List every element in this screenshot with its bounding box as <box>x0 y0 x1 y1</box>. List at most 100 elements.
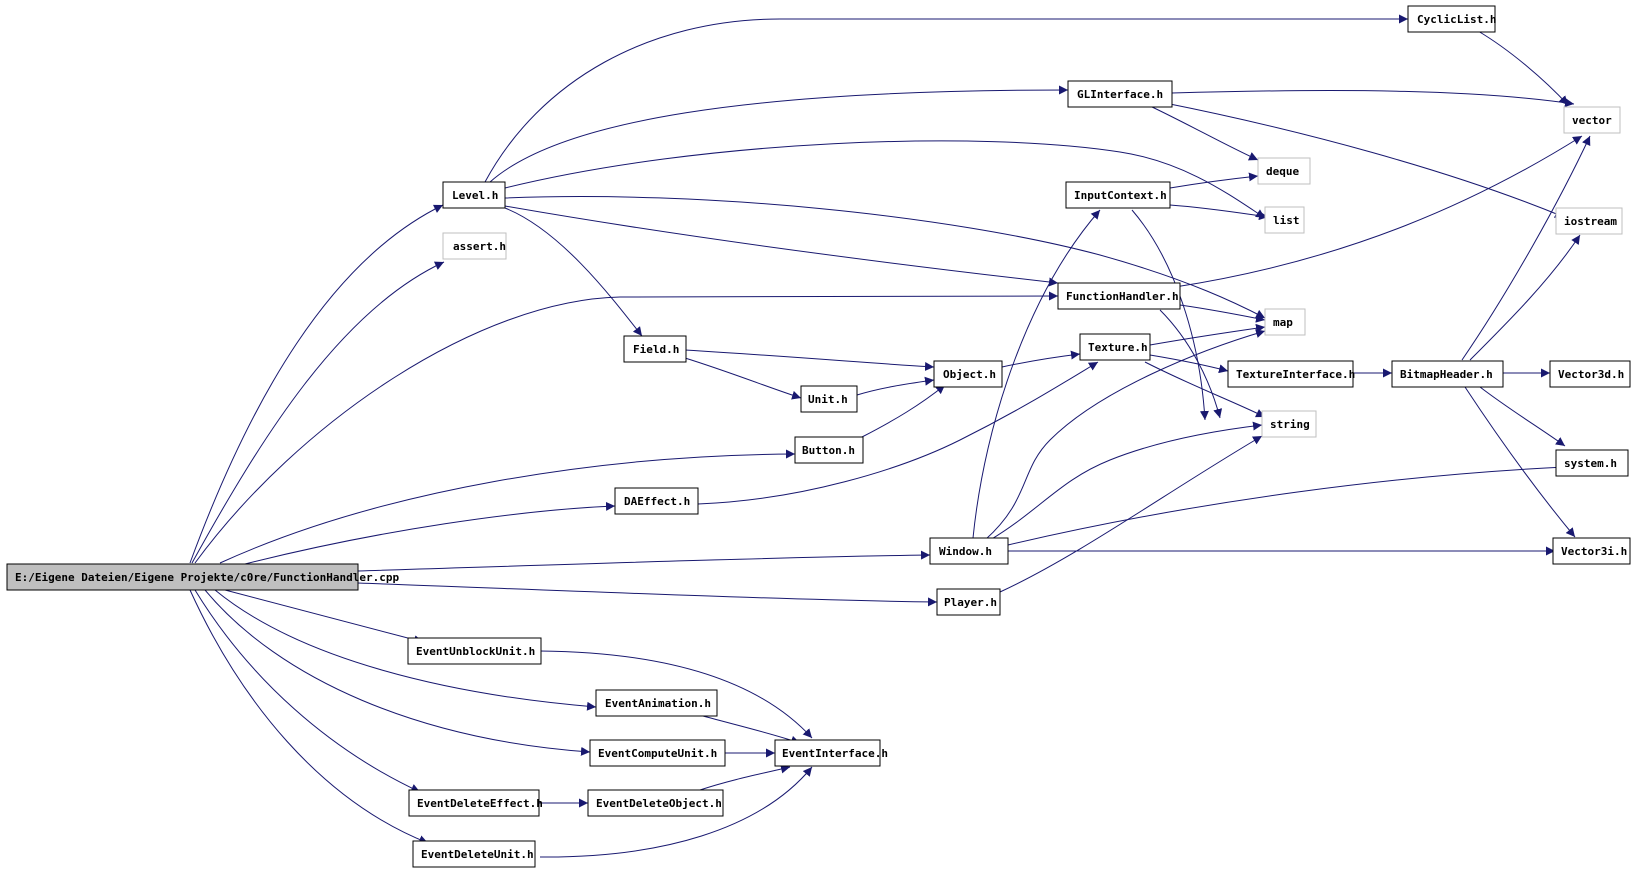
edge-root-level <box>189 204 444 564</box>
node-player-label: Player.h <box>944 596 997 609</box>
node-vector-label: vector <box>1572 114 1612 127</box>
edge-inputcontext-string <box>1131 209 1209 421</box>
node-eventdeleteeffect-label: EventDeleteEffect.h <box>417 797 543 810</box>
node-eventcomputeunit[interactable]: EventComputeUnit.h <box>589 739 726 767</box>
node-iostream-label: iostream <box>1564 215 1617 228</box>
node-root-file[interactable]: E:/Eigene Dateien/Eigene Projekte/c0re/F… <box>6 563 399 591</box>
nodes: E:/Eigene Dateien/Eigene Projekte/c0re/F… <box>6 5 1631 868</box>
edge-eventdeleteunit-eventinterface <box>539 766 813 858</box>
node-vector3i[interactable]: Vector3i.h <box>1552 537 1631 565</box>
node-eventdeleteobject[interactable]: EventDeleteObject.h <box>587 789 724 817</box>
edge-root-assert <box>191 261 445 564</box>
edge-daeffect-texture <box>697 361 1099 505</box>
node-vector3d-label: Vector3d.h <box>1558 368 1624 381</box>
edge-level-list <box>504 140 1266 219</box>
node-iostream[interactable]: iostream <box>1555 207 1623 235</box>
node-map-label: map <box>1273 316 1293 329</box>
edge-root-daeffect <box>244 501 616 565</box>
node-root-label: E:/Eigene Dateien/Eigene Projekte/c0re/F… <box>15 571 399 584</box>
edge-root-eventunblockunit <box>224 589 424 645</box>
node-vector3i-label: Vector3i.h <box>1561 545 1627 558</box>
edge-cycliclist-vector <box>1477 30 1569 106</box>
edge-button-object <box>861 384 946 438</box>
node-daeffect[interactable]: DAEffect.h <box>614 487 699 515</box>
node-eventdeleteobject-label: EventDeleteObject.h <box>596 797 722 810</box>
node-eventinterface[interactable]: EventInterface.h <box>774 739 888 767</box>
node-list-label: list <box>1273 214 1300 227</box>
node-player[interactable]: Player.h <box>936 588 1001 616</box>
node-inputcontext[interactable]: InputContext.h <box>1065 181 1171 209</box>
node-bitmapheader-label: BitmapHeader.h <box>1400 368 1493 381</box>
node-deque[interactable]: deque <box>1257 157 1311 185</box>
edge-level-cycliclist <box>484 14 1408 183</box>
edge-level-functionhandler <box>504 205 1059 287</box>
edge-root-eventdeleteeffect <box>194 589 421 793</box>
edge-object-texture <box>1001 350 1081 368</box>
edge-inputcontext-deque <box>1169 172 1259 189</box>
node-eventanimation-label: EventAnimation.h <box>605 697 711 710</box>
edge-root-functionhandler <box>194 291 1059 564</box>
node-inputcontext-label: InputContext.h <box>1074 189 1167 202</box>
edge-glinterface-vector <box>1171 90 1575 108</box>
node-button[interactable]: Button.h <box>794 436 864 464</box>
edge-field-object <box>684 349 935 371</box>
edge-glinterface-iostream <box>1164 102 1565 218</box>
edge-bitmapheader-system <box>1479 386 1566 447</box>
node-system[interactable]: system.h <box>1555 449 1629 477</box>
edge-root-button <box>219 449 796 564</box>
node-button-label: Button.h <box>802 444 855 457</box>
node-texture-label: Texture.h <box>1088 341 1148 354</box>
node-vector[interactable]: vector <box>1563 106 1621 134</box>
node-cycliclist-label: CyclicList.h <box>1417 13 1496 26</box>
node-glinterface-label: GLInterface.h <box>1077 88 1163 101</box>
node-eventinterface-label: EventInterface.h <box>782 747 888 760</box>
node-object[interactable]: Object.h <box>933 360 1003 388</box>
edge-root-eventcomputeunit <box>204 589 591 756</box>
edge-functionhandler-vector <box>1174 135 1583 288</box>
edge-eventdeleteobject-eventinterface <box>699 764 791 791</box>
node-cycliclist[interactable]: CyclicList.h <box>1407 5 1496 33</box>
node-assert[interactable]: assert.h <box>442 232 507 260</box>
node-eventanimation[interactable]: EventAnimation.h <box>595 689 718 717</box>
node-assert-label: assert.h <box>453 240 506 253</box>
node-string-label: string <box>1270 418 1310 431</box>
edge-root-window <box>357 550 931 572</box>
edge-root-player <box>357 582 938 607</box>
node-field[interactable]: Field.h <box>623 335 687 363</box>
node-unit-label: Unit.h <box>808 393 848 406</box>
node-textureinterface-label: TextureInterface.h <box>1236 368 1355 381</box>
node-level-label: Level.h <box>452 189 498 202</box>
edge-inputcontext-list <box>1169 204 1269 221</box>
edge-texture-string <box>1144 361 1266 418</box>
edge-unit-object <box>856 376 935 396</box>
edge-window-system <box>1007 462 1566 546</box>
edge-window-inputcontext <box>972 209 1101 539</box>
edge-bitmapheader-vector <box>1461 135 1591 361</box>
node-functionhandler[interactable]: FunctionHandler.h <box>1057 282 1181 310</box>
edge-bitmapheader-iostream <box>1469 234 1581 361</box>
node-eventdeleteunit[interactable]: EventDeleteUnit.h <box>412 840 536 868</box>
node-bitmapheader[interactable]: BitmapHeader.h <box>1391 360 1504 388</box>
node-functionhandler-label: FunctionHandler.h <box>1066 290 1179 303</box>
edge-root-eventanimation <box>214 589 597 711</box>
edge-level-field <box>504 207 643 337</box>
node-eventunblockunit[interactable]: EventUnblockUnit.h <box>407 637 542 665</box>
node-glinterface[interactable]: GLInterface.h <box>1067 80 1173 108</box>
node-eventunblockunit-label: EventUnblockUnit.h <box>416 645 535 658</box>
edge-window-string <box>989 421 1263 541</box>
node-texture[interactable]: Texture.h <box>1079 333 1151 361</box>
node-string[interactable]: string <box>1261 410 1317 438</box>
node-eventdeleteunit-label: EventDeleteUnit.h <box>421 848 534 861</box>
node-list[interactable]: list <box>1264 206 1305 234</box>
edge-root-eventdeleteunit <box>189 589 429 844</box>
edges <box>189 14 1591 858</box>
node-window[interactable]: Window.h <box>929 537 1009 565</box>
edge-eventunblockunit-eventinterface <box>539 650 813 739</box>
node-map[interactable]: map <box>1264 308 1306 336</box>
node-eventdeleteeffect[interactable]: EventDeleteEffect.h <box>408 789 543 817</box>
edge-functionhandler-string <box>1159 309 1223 419</box>
node-textureinterface[interactable]: TextureInterface.h <box>1227 360 1355 388</box>
node-level[interactable]: Level.h <box>442 181 506 209</box>
node-vector3d[interactable]: Vector3d.h <box>1549 360 1631 388</box>
node-unit[interactable]: Unit.h <box>800 385 858 413</box>
